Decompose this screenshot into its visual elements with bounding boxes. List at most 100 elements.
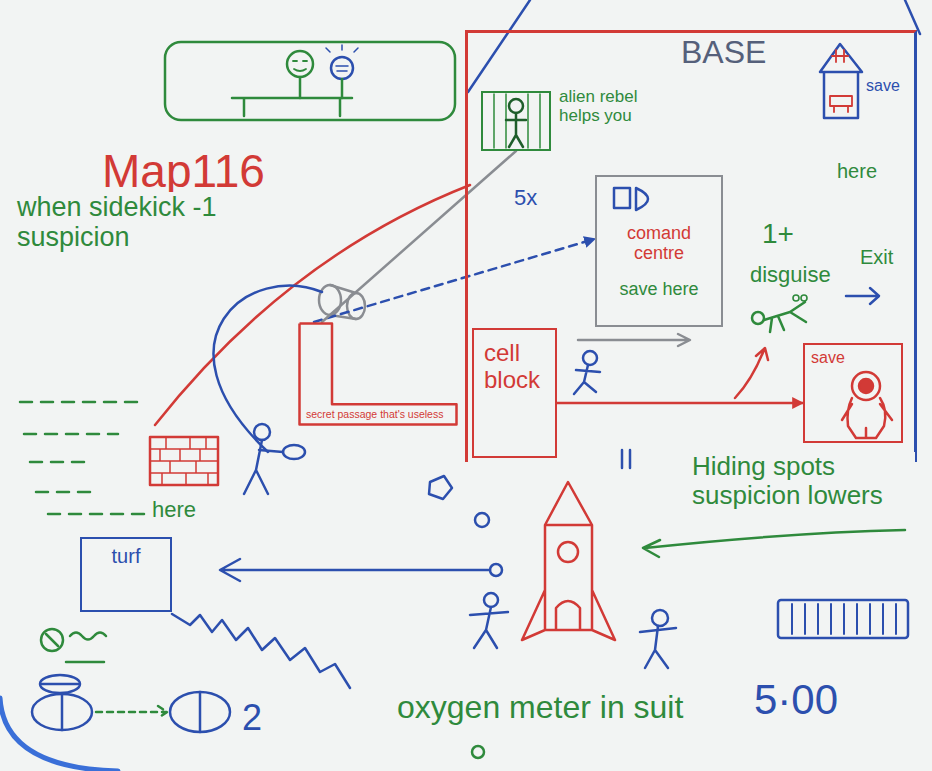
annotation: when sidekick -1 suspicion [15,192,265,252]
node-shape [818,41,862,121]
runner-body [574,365,600,394]
box-label: turf [88,545,164,567]
annotation: here [835,160,879,182]
console-icon [636,188,648,210]
blue-loop [214,286,322,452]
label-slot: when sidekick -1 suspicion [15,192,265,252]
label-slot: oxygen meter in suit [395,690,685,726]
text-holder: secret passage that's useless [298,404,458,426]
room-label: save here [603,279,715,299]
sidekick-head [331,57,353,79]
node-shape [481,91,551,151]
save-label: save [811,349,895,367]
pod-line [42,683,78,686]
hero-face [293,61,307,71]
hero-head [287,51,313,77]
prison-cell: alien rebel helps you [481,91,671,151]
connector [314,239,595,322]
room-label: comand centre [603,223,715,263]
range-arrow [220,559,490,581]
save-label: save [866,77,908,95]
base-roof [468,0,920,92]
brick-wall [150,437,218,485]
label-slot: 1+ [760,218,796,249]
cell-block-room: cell block [472,328,557,458]
secret-passage: secret passage that's useless [298,322,458,426]
connector [322,151,516,322]
label-slot: 2 [240,698,264,738]
callout-note: alien rebel helps you [559,87,671,125]
pod-arrow [96,706,167,718]
passage-outline-path [300,324,457,425]
pod-icon [170,692,230,732]
disguise-arrow [735,348,768,398]
annotation: disguise [748,263,833,288]
item-squiggle [46,633,106,663]
stick-body [470,607,508,648]
board-frame [0,698,118,771]
oxygen-bar [778,600,908,638]
detective-body [244,440,283,494]
pod-icon [32,694,92,730]
figure-bodies [300,77,342,98]
annotation: 5x [512,186,539,211]
turf-box: turf [80,537,172,612]
label-slot: Hiding spots suspicion lowers [690,452,915,510]
scene-panel [165,42,455,120]
annotation: 1+ [760,218,796,249]
prisoner-head [509,99,523,113]
range-end [490,564,502,576]
table [232,98,352,116]
glasses [793,295,799,301]
save-house: save [818,41,910,121]
annotation: oxygen meter in suit [395,690,685,726]
exit-arrow [846,288,879,304]
annotation: here [150,498,198,523]
annotation: 5·00 [752,676,840,723]
annotation: Exit [858,246,895,268]
annotation: Hiding spots suspicion lowers [690,452,915,510]
tiny-figure [472,746,484,758]
grey-arrow [578,334,690,346]
tally-marks [622,450,630,468]
pod-icon [40,675,80,693]
brick-lines [150,437,218,485]
ring-mark [475,513,489,527]
disguised-head [752,312,764,324]
console-icon [614,188,630,208]
house-outline [820,44,862,118]
stick-body [640,626,676,668]
passage-label: secret passage that's useless [306,409,452,421]
stick-head [484,593,498,607]
rocket-body [522,482,615,640]
detective-head [254,424,270,440]
zigzag [172,614,350,688]
sidekick-glow [326,45,358,71]
tube-end [319,285,341,315]
label-slot: Exit [858,246,895,268]
stick-head [652,610,668,626]
glasses [801,295,807,301]
label-slot: here [150,498,198,523]
annotation: 2 [240,698,264,738]
room-label: cell block [484,340,549,394]
label-slot: here [835,160,879,182]
astronaut-visor [859,379,873,393]
save-room: save [803,343,903,443]
text-holder: save [866,77,908,95]
cell-bars [494,94,540,148]
disguised-body [764,302,806,332]
runner-head [583,351,597,365]
ground-dashes [20,402,146,514]
oxygen-cells [792,604,896,634]
astronaut-helmet [852,372,880,400]
pod-line [199,692,202,732]
label-slot: disguise [748,263,833,288]
hiding-arrow [643,530,905,557]
command-room: comand centre save here [595,175,723,327]
rocket-window [558,542,578,562]
house-detail [830,50,852,112]
prisoner-body [506,113,526,147]
connector [557,402,803,405]
